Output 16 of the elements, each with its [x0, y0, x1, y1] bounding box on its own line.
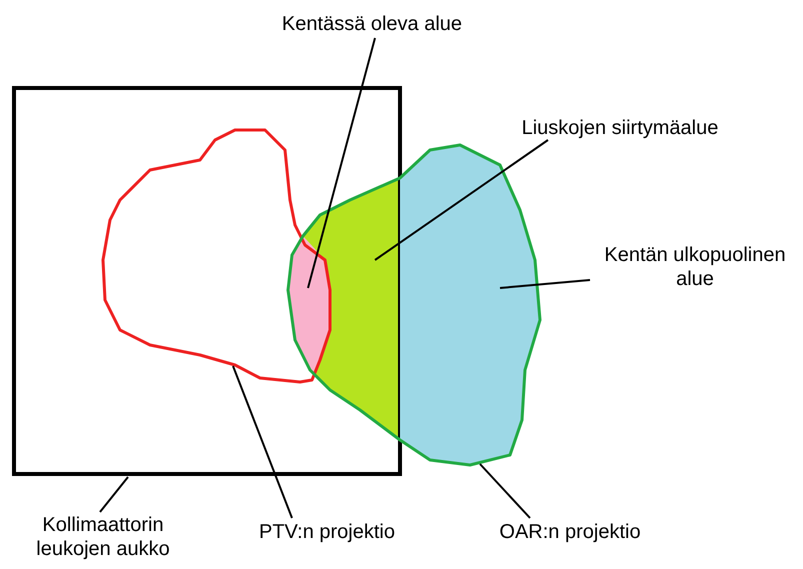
leader-line	[99, 476, 129, 513]
callout-label: Liuskojen siirtymäalue	[480, 116, 760, 140]
collimator-aperture-square	[12, 86, 402, 476]
leader-line	[307, 38, 376, 288]
callout-label: OAR:n projektio	[480, 520, 660, 544]
organ-outline	[286, 144, 542, 466]
callout-label: Kentän ulkopuolinen alue	[590, 243, 800, 291]
callout-label: PTV:n projektio	[232, 520, 422, 544]
leader-line	[479, 463, 531, 519]
callout-label: Kollimaattorin leukojen aukko	[8, 513, 198, 561]
callout-label: Kentässä oleva alue	[262, 12, 482, 36]
leader-line	[500, 279, 590, 289]
target-outline	[102, 128, 332, 384]
outside-field-region	[400, 145, 540, 465]
leader-line	[374, 139, 549, 261]
leader-line	[232, 366, 293, 518]
